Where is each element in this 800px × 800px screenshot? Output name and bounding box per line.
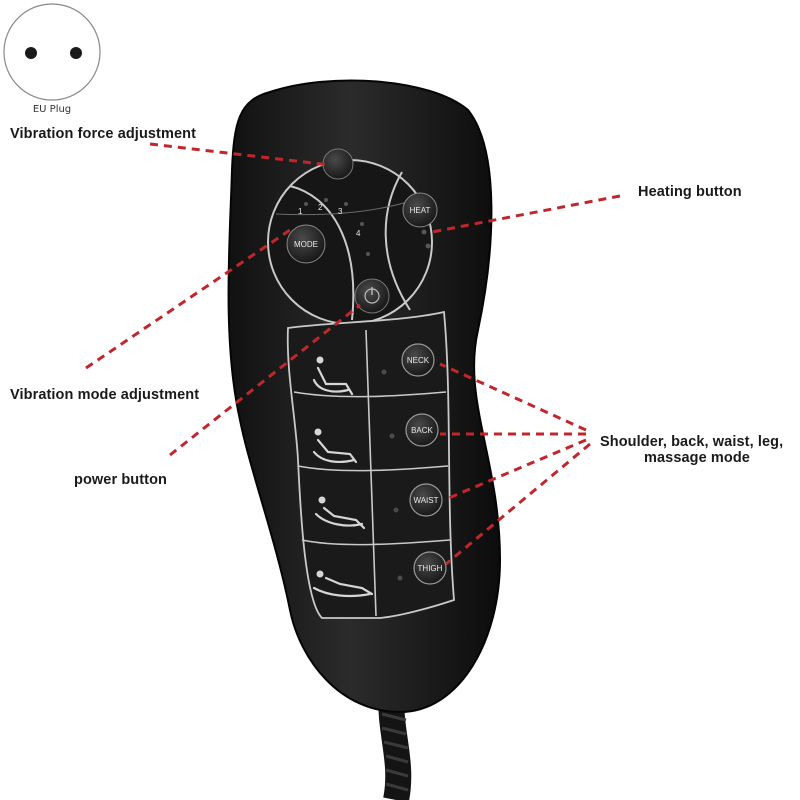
annotation-lines bbox=[85, 142, 621, 566]
callout-vibration-force bbox=[149, 142, 331, 167]
heating-caption: Heating button bbox=[638, 184, 742, 200]
power-caption: power button bbox=[74, 472, 168, 488]
heat-button-label: HEAT bbox=[410, 206, 431, 215]
thigh-button[interactable]: THIGH bbox=[413, 551, 447, 585]
waist-button[interactable]: WAIST bbox=[409, 483, 443, 517]
level-digit: 1 bbox=[298, 207, 303, 216]
vibration-mode-caption: Vibration mode adjustment bbox=[10, 387, 200, 403]
thigh-button-label: THIGH bbox=[418, 564, 443, 573]
massage-pose-icon bbox=[312, 428, 358, 464]
callout-neck bbox=[439, 362, 587, 432]
zones-caption-line2: massage mode bbox=[644, 450, 750, 466]
zone-panel bbox=[286, 310, 455, 619]
vibration-force-caption: Vibration force adjustment bbox=[10, 126, 197, 142]
back-button[interactable]: BACK bbox=[405, 413, 439, 447]
callout-heating bbox=[431, 194, 621, 234]
vibration-level-indicators: 1 2 3 4 bbox=[298, 198, 431, 256]
zones-caption-line1: Shoulder, back, waist, leg, bbox=[600, 434, 784, 450]
eu-plug-icon bbox=[3, 3, 101, 101]
massage-pose-icon bbox=[312, 356, 354, 396]
eu-plug-label: EU Plug bbox=[32, 104, 72, 115]
level-digit: 4 bbox=[356, 229, 361, 238]
mode-button-label: MODE bbox=[294, 240, 318, 249]
level-digit: 3 bbox=[338, 207, 343, 216]
massage-pose-icon bbox=[312, 570, 374, 598]
heat-button[interactable]: HEAT bbox=[402, 192, 438, 228]
callout-power bbox=[169, 303, 361, 457]
neck-button[interactable]: NECK bbox=[401, 343, 435, 377]
waist-button-label: WAIST bbox=[413, 496, 438, 505]
power-button[interactable] bbox=[354, 278, 390, 314]
vibration-force-button[interactable] bbox=[322, 148, 354, 180]
callout-waist bbox=[443, 438, 587, 502]
level-digit: 2 bbox=[318, 203, 323, 212]
callout-thigh bbox=[445, 442, 591, 566]
mode-button[interactable]: MODE bbox=[286, 224, 326, 264]
back-button-label: BACK bbox=[411, 426, 433, 435]
zone-indicator-leds bbox=[381, 369, 403, 581]
neck-button-label: NECK bbox=[407, 356, 430, 365]
massage-pose-icon bbox=[314, 496, 366, 530]
